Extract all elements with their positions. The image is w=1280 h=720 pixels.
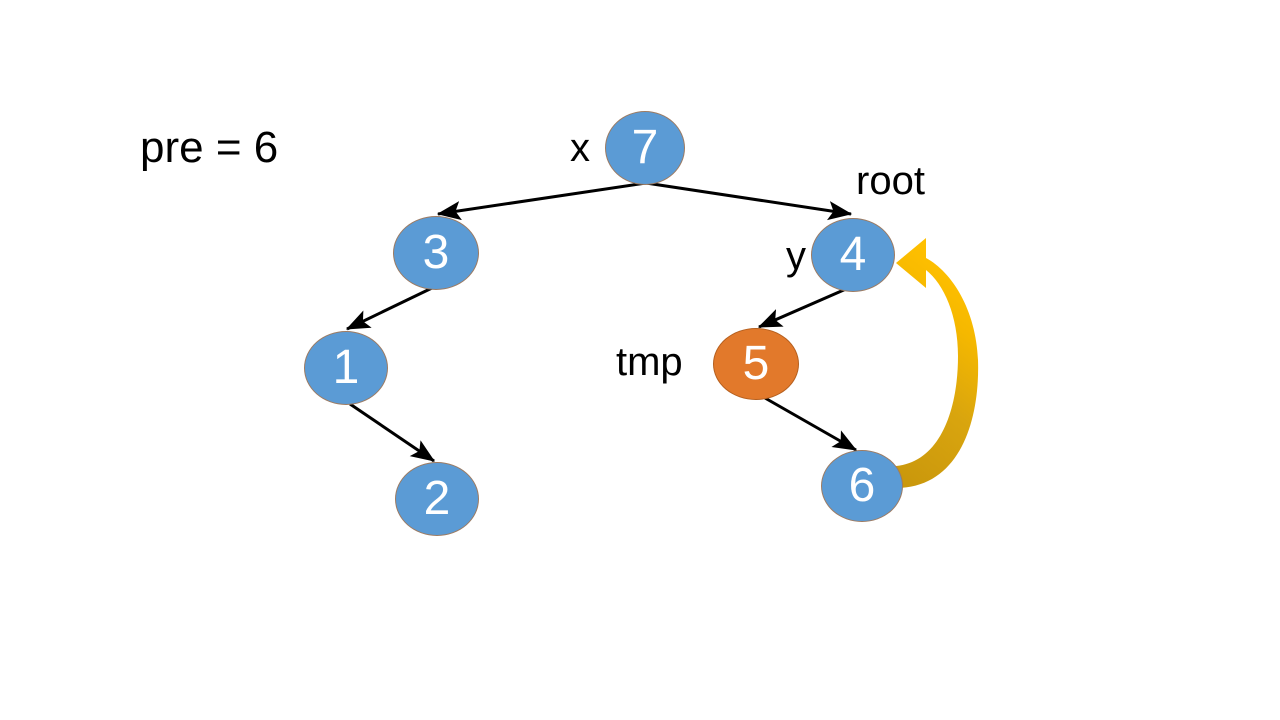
edge-3-to-1 — [345, 286, 433, 331]
pointer-label-root: root — [856, 159, 925, 203]
tree-node-7[interactable]: 7 — [605, 111, 685, 185]
tree-edges — [345, 181, 858, 463]
pointer-label-x: x — [570, 126, 590, 170]
tree-node-5[interactable]: 5 — [713, 328, 799, 400]
tree-node-4[interactable]: 4 — [811, 218, 895, 292]
edge-7-to-4 — [645, 181, 853, 221]
pointer-label-tmp: tmp — [616, 340, 683, 384]
tree-node-2[interactable]: 2 — [395, 462, 479, 536]
rotation-highlight-arrow — [896, 238, 979, 488]
tree-node-3[interactable]: 3 — [393, 216, 479, 290]
tree-node-6[interactable]: 6 — [821, 450, 903, 522]
edge-4-to-5 — [757, 287, 847, 329]
edge-1-to-2 — [349, 402, 435, 463]
pointer-label-y: y — [786, 234, 806, 278]
pre-counter-note: pre = 6 — [140, 123, 279, 172]
edge-7-to-3 — [436, 181, 647, 221]
tree-node-1[interactable]: 1 — [304, 331, 388, 405]
edge-5-to-6 — [764, 396, 858, 452]
